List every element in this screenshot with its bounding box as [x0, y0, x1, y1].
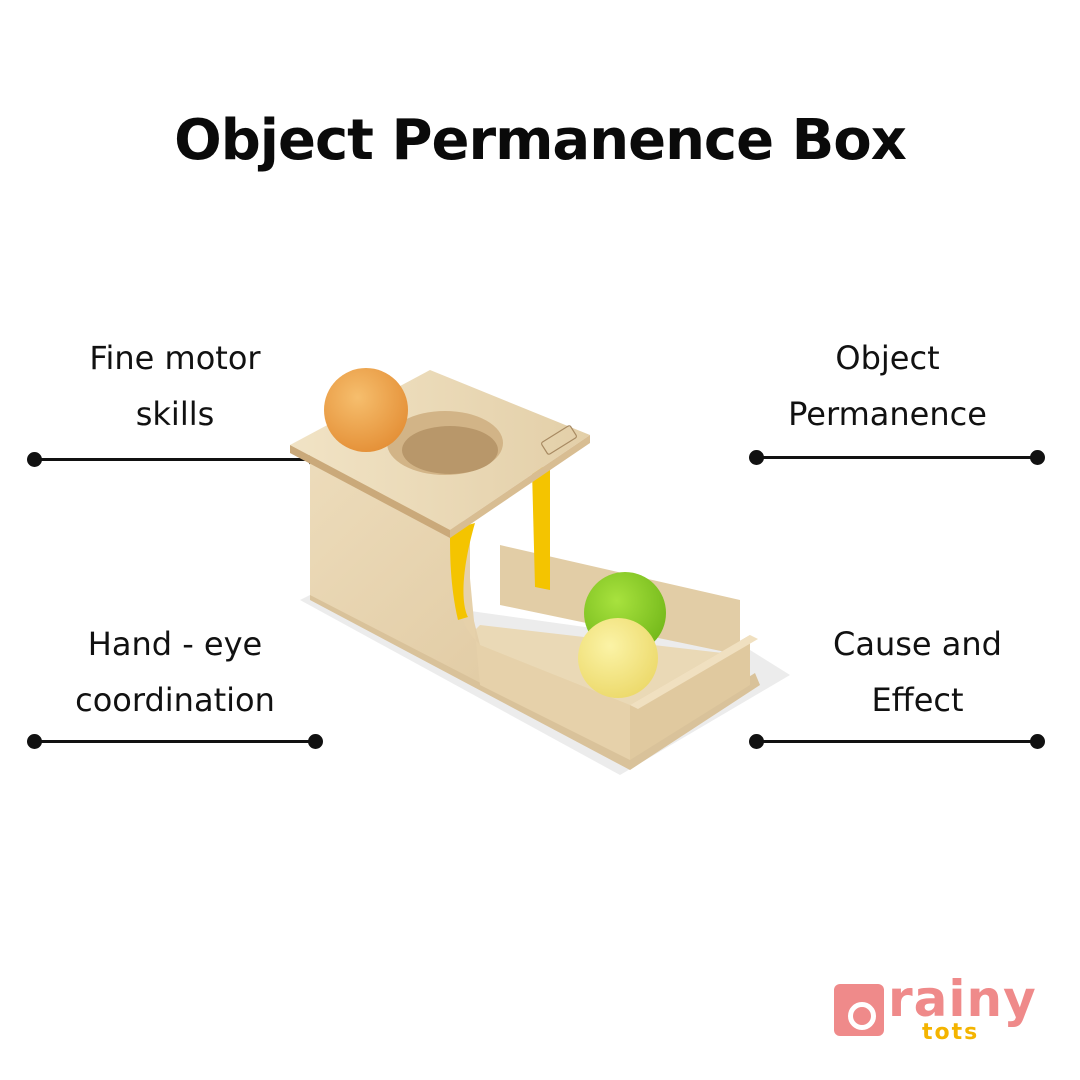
logo-subtitle: tots — [922, 1020, 980, 1045]
connector-dot — [749, 734, 764, 749]
ramp-face — [457, 525, 630, 760]
connector-dot — [27, 452, 42, 467]
tray-front-wall — [630, 635, 750, 760]
feature-label-line1: Object — [835, 339, 940, 377]
feature-label-line2: skills — [135, 395, 215, 433]
feature-hand-eye-coordination: Hand - eye coordination — [30, 616, 320, 728]
lid-hole-inner — [402, 426, 498, 474]
lid-edge-right — [450, 435, 590, 538]
page-title: Object Permanence Box — [174, 108, 907, 173]
tray-front-edge — [630, 635, 758, 709]
feature-object-permanence: Object Permanence — [750, 330, 1025, 442]
connector-fine-motor — [27, 452, 323, 467]
connector-dot — [749, 450, 764, 465]
brand-logo: rainy tots — [830, 970, 1050, 1050]
feature-label-line1: Cause and — [833, 625, 1002, 663]
feature-label-line2: coordination — [75, 681, 275, 719]
connector-hand-eye — [27, 734, 323, 749]
ball-yellow — [578, 618, 658, 698]
connector-dot — [1030, 450, 1045, 465]
feature-label-line1: Fine motor — [89, 339, 261, 377]
connector-dot — [308, 734, 323, 749]
feature-label-line2: Permanence — [788, 395, 987, 433]
feature-label-line2: Effect — [871, 681, 964, 719]
connector-object-permanence — [749, 450, 1045, 465]
logo-b-mark-icon — [834, 984, 884, 1036]
yellow-divider-left — [450, 523, 475, 620]
feature-fine-motor-skills: Fine motor skills — [30, 330, 320, 442]
logo-wordmark: rainy — [888, 970, 1037, 1028]
ball-orange — [324, 368, 408, 452]
feature-cause-and-effect: Cause and Effect — [780, 616, 1055, 728]
connector-dot — [1030, 734, 1045, 749]
product-image-object-permanence-box — [290, 368, 790, 775]
feature-label-line1: Hand - eye — [87, 625, 263, 663]
connector-cause-effect — [749, 734, 1045, 749]
connector-dot — [27, 734, 42, 749]
yellow-divider-right — [532, 465, 550, 590]
lid-engraved-logo — [541, 425, 577, 455]
lid-edge — [290, 445, 450, 538]
